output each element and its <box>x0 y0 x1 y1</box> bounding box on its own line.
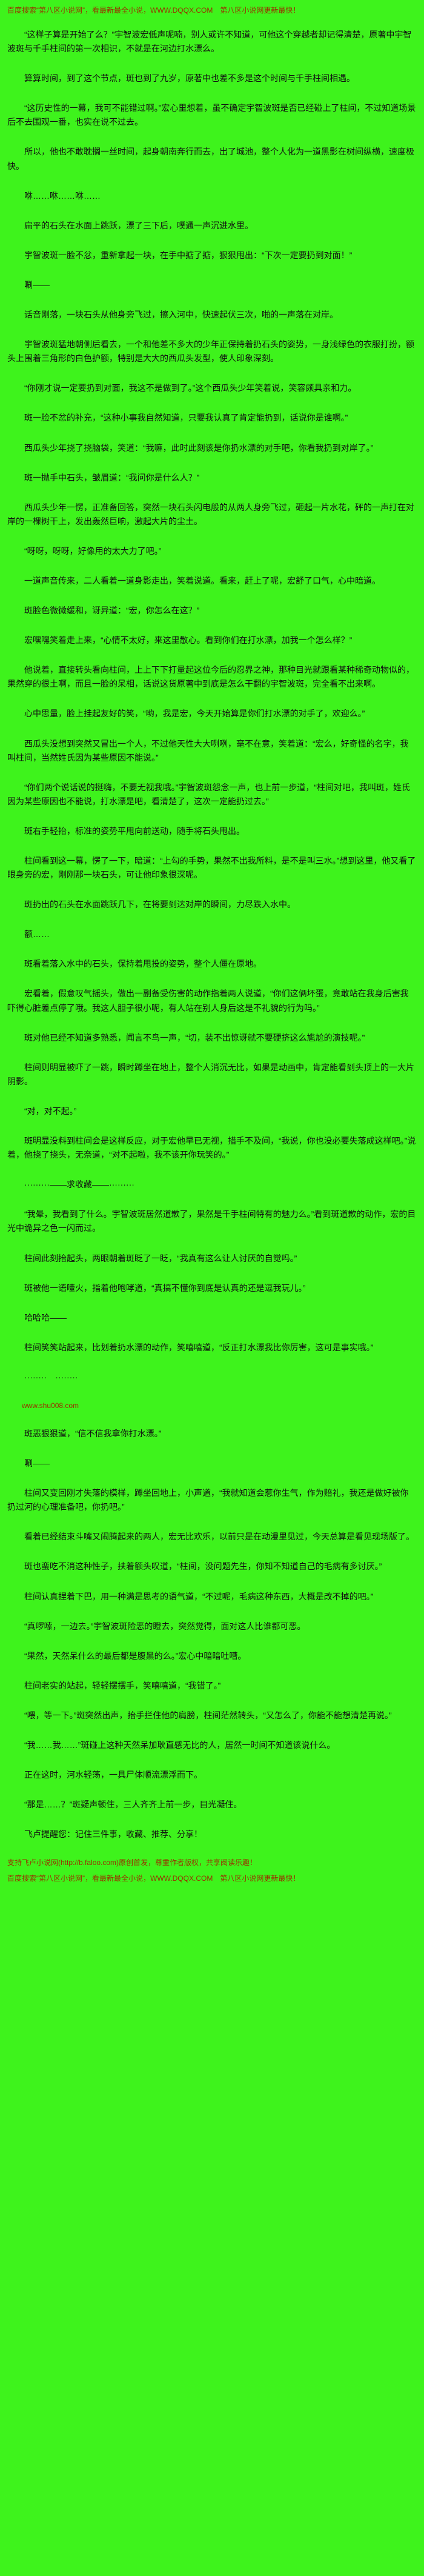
novel-text-part2: 斑恶狠狠道，“信不信我拿你打水漂。” 唰—— 柱间又变回刚才失落的模样，蹲坐回地上，… <box>7 1427 417 1812</box>
header-ad-text: 百度搜索“第八区小说网”，看最新最全小说，WWW.DQQX.COM 第八区小说网… <box>7 6 300 15</box>
novel-paragraph: 宏嘿嘿笑着走上来，“心情不太好，来这里散心。看到你们在打水漂，加我一个怎么样？” <box>24 635 353 646</box>
novel-paragraph: 斑脸色微微缓和，讶异道：“宏，你怎么在这？” <box>24 606 200 616</box>
novel-paragraph: “呀呀，呀呀，好像用的太大力了吧。” <box>24 546 162 556</box>
novel-paragraph: 斑对他已经不知道多熟悉，闻言不鸟一声，“切，装不出惊讶就不要硬挤这么尴尬的演技呢… <box>24 1032 365 1043</box>
novel-paragraph: “你们两个说话说的挺嗨，不要无视我哦。”宇智波斑怨念一声，也上前一步道，“柱间对… <box>7 782 410 806</box>
novel-paragraph: “果然，天然呆什么的最后都是腹黑的么。”宏心中暗暗吐嘈。 <box>24 1650 247 1661</box>
footer-ad-text: 百度搜索“第八区小说网”，看最新最全小说，WWW.DQQX.COM 第八区小说网… <box>7 1874 300 1883</box>
novel-paragraph: 宏看着，假意叹气摇头，做出一副备受伤害的动作指着两人说道，“你们这俩坏蛋，竟敢站… <box>7 989 409 1013</box>
novel-paragraph: 宇智波斑猛地朝侧后看去，一个和他差不多大的少年正保持着扔石头的姿势，一身浅绿色的… <box>7 339 414 364</box>
novel-paragraph: 看着已经结束斗嘴又闹腾起来的两人，宏无比欢乐，以前只是在动漫里见过，今天总算是看… <box>24 1532 414 1542</box>
novel-paragraph: 柱间笑笑站起来，比划着扔水漂的动作，笑嘻嘻道，“反正打水漂我比你厉害，这可是事实… <box>24 1342 374 1352</box>
novel-paragraph: 唰—— <box>24 1458 50 1469</box>
novel-paragraph: “这历史性的一幕，我可不能错过啊。”宏心里想着，虽不确定宇智波斑是否已经碰上了柱… <box>7 103 416 127</box>
novel-paragraph: 斑右手轻抬，标准的姿势平甩向前送动，随手将石头甩出。 <box>24 826 245 836</box>
novel-paragraph: 斑扔出的石头在水面跳跃几下，在将要到达对岸的瞬间，力尽跌入水中。 <box>24 899 296 910</box>
novel-paragraph: ·········——求收藏——········· <box>24 1180 134 1190</box>
novel-paragraph: 他说着，直接转头看向柱间，上上下下打量起这位今后的忍界之神，那种目光就跟看某种稀… <box>7 665 414 689</box>
novel-paragraph: 算算时间，到了这个节点，斑也到了九岁，原著中也差不多是这个时间与千手柱间相遇。 <box>24 73 355 84</box>
novel-paragraph: 所以，他也不敢耽搁一丝时间，起身朝南奔行而去，出了城池，整个人化为一道黑影在树间… <box>7 147 414 171</box>
novel-paragraph: 唰—— <box>24 279 50 290</box>
novel-paragraph: 斑一脸不忿的补充，“这种小事我自然知道，只要我认真了肯定能扔到，话说你是谁啊。” <box>24 413 348 423</box>
novel-paragraph: 斑恶狠狠道，“信不信我拿你打水漂。” <box>24 1428 162 1438</box>
novel-paragraph: 扁平的石头在水面上跳跃，漂了三下后，噗通一声沉进水里。 <box>24 220 253 230</box>
novel-paragraph: 话音刚落，一块石头从他身旁飞过，擦入河中，快速起伏三次，啪的一声落在对岸。 <box>24 310 338 320</box>
novel-text-part1: “这样子算是开始了么？”宇智波宏低声呢喃，别人或许不知道，可他这个穿越者却记得清… <box>7 28 417 1384</box>
novel-paragraph: 西瓜头没想到突然又冒出一个人，不过他天性大大咧咧，毫不在意，笑着道：“宏么，好奇… <box>7 738 409 762</box>
novel-paragraph: 柱间则明显被吓了一跳，瞬时蹲坐在地上，整个人消沉无比，如果是动画中，肯定能看到头… <box>7 1062 414 1086</box>
novel-paragraph: 咻……咻……咻…… <box>24 190 101 201</box>
novel-paragraph: 柱间又变回刚才失落的模样，蹲坐回地上，小声道，“我就知道会惹你生气，作为赔礼，我… <box>7 1488 409 1512</box>
novel-paragraph: 额…… <box>24 929 50 939</box>
novel-paragraph: “喂，等一下。”斑突然出声，抬手拦住他的肩膀，柱间茫然转头，“又怎么了，你能不能… <box>24 1710 392 1720</box>
novel-paragraph: 斑明显没料到柱间会是这样反应，对于宏他早已无视，措手不及间，“我说，你也没必要失… <box>7 1136 416 1160</box>
novel-paragraph: 西瓜头少年挠了挠脑袋，笑道：“我嘛，此时此刻该是你扔水漂的对手吧，你看我扔到对岸… <box>24 442 374 453</box>
novel-paragraph: 柱间看到这一幕，愣了一下，暗道：“上勾的手势，果然不出我所料，是不是叫三水。”想… <box>7 856 416 880</box>
mid-ad-url: www.shu008.com <box>22 1401 79 1410</box>
chapter-closing-note: 飞卢提醒您：记住三件事，收藏、推荐、分享！ <box>24 1829 202 1840</box>
novel-paragraph: 斑一抛手中石头，皱眉道：“我问你是什么人？” <box>24 472 200 482</box>
novel-paragraph: 柱间此刻抬起头，两眼朝着斑眨了一眨，“我真有这么让人讨厌的自觉吗。” <box>24 1253 297 1263</box>
novel-paragraph: ········ ········ <box>24 1372 78 1382</box>
novel-paragraph: 西瓜头少年一愣，正准备回答，突然一块石头闪电般的从两人身旁飞过，砸起一片水花，砰… <box>7 502 414 526</box>
novel-paragraph: 斑也蛮吃不消这种性子，扶着额头叹道，“柱间，没问题先生，你知不知道自己的毛病有多… <box>24 1561 382 1572</box>
novel-paragraph: 一道声音传来，二人看着一道身影走出，笑着说道。看来，赶上了呢，宏舒了口气，心中暗… <box>24 575 380 586</box>
novel-paragraph: 正在这时，河水轻荡，一具尸体顺流漂浮而下。 <box>24 1770 202 1780</box>
novel-paragraph: 斑看着落入水中的石头，保持着甩投的姿势，整个人僵在原地。 <box>24 959 262 969</box>
novel-paragraph: 心中思量，脸上挂起友好的笑，“哟，我是宏，今天开始算是你们打水漂的对手了，欢迎么… <box>24 709 365 719</box>
novel-paragraph: “真啰嗦，一边去。”宇智波斑险恶的瞪去，突然觉得，面对这人比谁都可恶。 <box>24 1621 306 1631</box>
novel-paragraph: “这样子算是开始了么？”宇智波宏低声呢喃，别人或许不知道，可他这个穿越者却记得清… <box>7 30 412 54</box>
novel-paragraph: 柱间老实的站起，轻轻摆摆手，笑嘻嘻道，“我错了。” <box>24 1680 221 1690</box>
novel-paragraph: “那是……？”斑疑声顿住，三人齐齐上前一步，目光凝住。 <box>24 1800 242 1810</box>
novel-paragraph: 柱间认真捏着下巴，用一种满是思考的语气道，“不过呢，毛病这种东西，大概是改不掉的… <box>24 1591 374 1601</box>
novel-paragraph: 宇智波斑一脸不忿，重新拿起一块，在手中掂了掂，狠狠甩出：“下次一定要扔到对面！” <box>24 250 353 260</box>
novel-paragraph: “我……我……”斑碰上这种天然呆加耿直感无比的人，居然一时间不知道该说什么。 <box>24 1740 336 1750</box>
novel-paragraph: “对，对不起。” <box>24 1106 77 1116</box>
novel-paragraph: “你刚才说一定要扔到对面，我这不是做到了。”这个西瓜头少年笑着说，笑容颇具亲和力… <box>24 383 357 393</box>
novel-paragraph: “我晕，我看到了什么。宇智波斑居然道歉了，果然是千手柱间特有的魅力么。”看到斑道… <box>7 1209 416 1233</box>
novel-paragraph: 斑被他一语噎火，指着他咆哮道，“真搞不懂你到底是认真的还是逗我玩儿。” <box>24 1283 306 1293</box>
novel-paragraph: 哈哈哈—— <box>24 1312 67 1323</box>
footer-faloo-ad-text: 支持飞卢小说网(http://b.faloo.com)原创首发，尊重作者版权，共… <box>7 1858 257 1867</box>
